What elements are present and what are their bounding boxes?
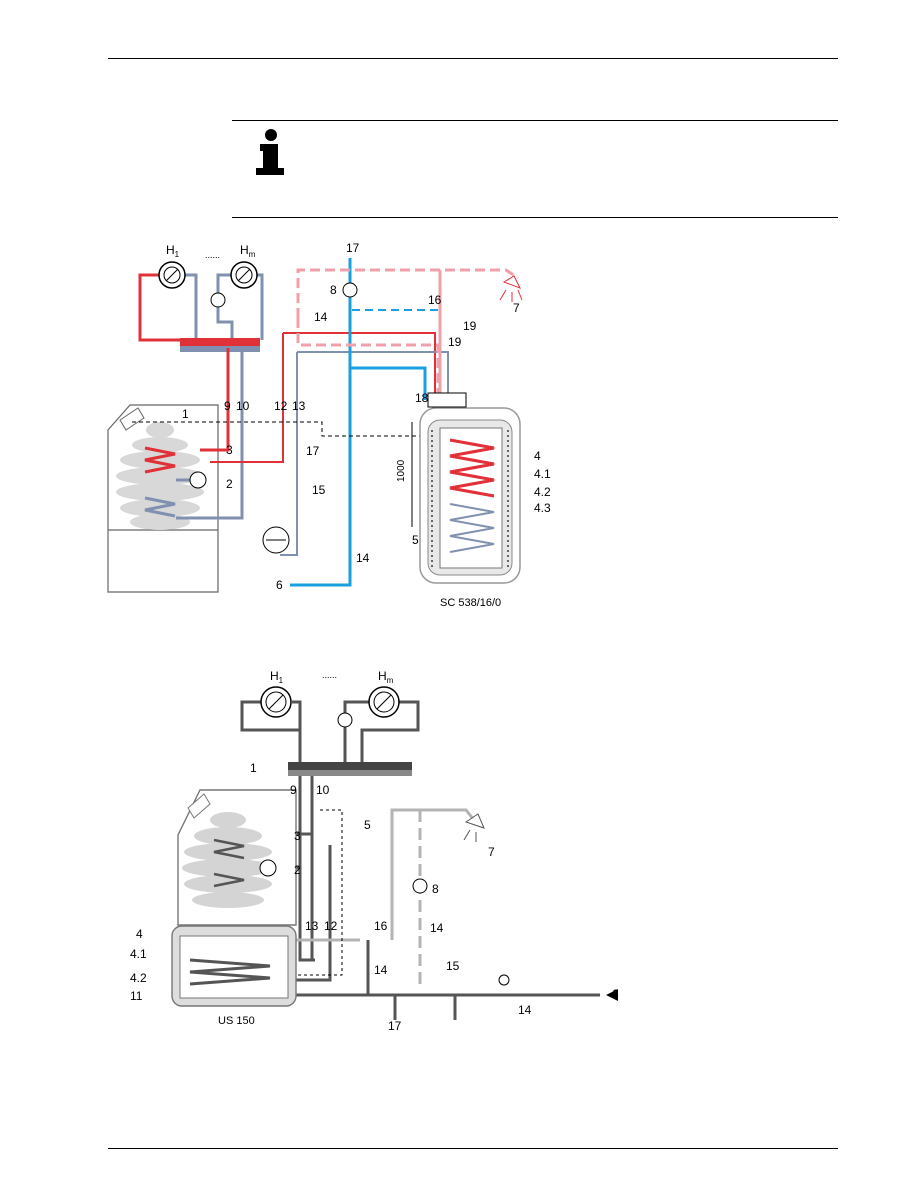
label-19a: 19 — [463, 319, 477, 333]
pump-icon — [189, 282, 358, 489]
heating-pipes-2 — [240, 700, 420, 982]
radiator-icon-2 — [260, 686, 400, 718]
footer-rule — [108, 1148, 838, 1149]
boiler-unit — [107, 404, 219, 593]
label-4-1: 4.1 — [534, 467, 551, 481]
inlet-arrow-icon — [606, 989, 618, 1001]
label2-14a: 14 — [430, 921, 444, 935]
label-14b: 14 — [356, 551, 370, 565]
label-3: 3 — [226, 443, 233, 457]
label-dots: ...... — [205, 250, 220, 260]
label2-13: 13 — [305, 919, 319, 933]
label-9: 9 — [224, 399, 231, 413]
label-19b: 19 — [448, 335, 462, 349]
label-1: 1 — [182, 407, 189, 421]
shower-icon-2 — [463, 813, 485, 842]
label2-dots: ...... — [322, 670, 337, 680]
label-5: 5 — [412, 533, 419, 547]
label-7: 7 — [513, 301, 520, 315]
label2-1: 1 — [250, 761, 257, 775]
diagram-1: H1 ...... Hm 17 8 14 16 7 19 19 12 13 9 … — [107, 241, 551, 609]
info-icon — [256, 129, 284, 175]
label-6: 6 — [276, 578, 283, 592]
diagram-1-labels: H1 ...... Hm 17 8 14 16 7 19 19 12 13 9 … — [166, 241, 551, 609]
label2-4-2: 4.2 — [130, 971, 147, 985]
label-hm: Hm — [240, 243, 256, 259]
header-rule — [108, 58, 838, 59]
caption-sc: SC 538/16/0 — [440, 597, 501, 609]
label2-15: 15 — [446, 959, 460, 973]
cold-water-pipes — [290, 258, 440, 587]
storage-tank — [419, 392, 521, 584]
label-4: 4 — [534, 449, 541, 463]
label-12: 12 — [274, 399, 288, 413]
label2-h1: H1 — [270, 669, 284, 685]
caption-us: US 150 — [218, 1015, 255, 1027]
label2-16: 16 — [374, 919, 388, 933]
label2-9: 9 — [290, 783, 297, 797]
label-14a: 14 — [314, 310, 328, 324]
diagram-2: H1 ...... Hm 1 9 10 5 3 2 7 8 13 12 16 1… — [120, 662, 630, 1038]
label2-5: 5 — [364, 818, 371, 832]
label-17: 17 — [346, 241, 360, 255]
label2-4: 4 — [136, 927, 143, 941]
label-4-2: 4.2 — [534, 485, 551, 499]
expansion-vessel-icon — [262, 526, 290, 554]
label-16: 16 — [428, 293, 442, 307]
water-pipes-2 — [288, 808, 600, 1020]
note-top-rule — [232, 120, 838, 121]
label2-14c: 14 — [518, 1003, 532, 1017]
label-1000: 1000 — [396, 459, 407, 482]
label-4-3: 4.3 — [534, 501, 551, 515]
label2-7: 7 — [488, 845, 495, 859]
label-17b: 17 — [306, 444, 320, 458]
label-2: 2 — [226, 477, 233, 491]
pressure-gauge-icon — [498, 974, 510, 986]
label2-17: 17 — [388, 1019, 402, 1033]
boiler-unit-2 — [177, 789, 297, 926]
pump-icon-2 — [259, 712, 428, 894]
label-10: 10 — [236, 399, 250, 413]
label2-hm: Hm — [378, 669, 394, 685]
label2-8: 8 — [432, 882, 439, 896]
label2-6: 6 — [612, 987, 619, 1001]
label2-10: 10 — [316, 783, 330, 797]
label-15: 15 — [312, 483, 326, 497]
label2-3: 3 — [294, 829, 301, 843]
label2-12: 12 — [324, 919, 338, 933]
radiator-icon — [158, 261, 258, 289]
label2-14b: 14 — [374, 963, 388, 977]
label2-2: 2 — [294, 863, 301, 877]
label-8: 8 — [330, 283, 337, 297]
note-bottom-rule — [232, 217, 838, 218]
label2-4-1: 4.1 — [130, 947, 147, 961]
label-18: 18 — [415, 391, 429, 405]
diagram-2-labels: H1 ...... Hm 1 9 10 5 3 2 7 8 13 12 16 1… — [130, 669, 619, 1033]
shower-icon — [499, 275, 523, 302]
label-13: 13 — [292, 399, 306, 413]
label-h1: H1 — [166, 243, 180, 259]
hot-water-pipes — [296, 268, 519, 395]
label2-11: 11 — [130, 989, 143, 1003]
storage-tank-2 — [171, 925, 297, 1007]
